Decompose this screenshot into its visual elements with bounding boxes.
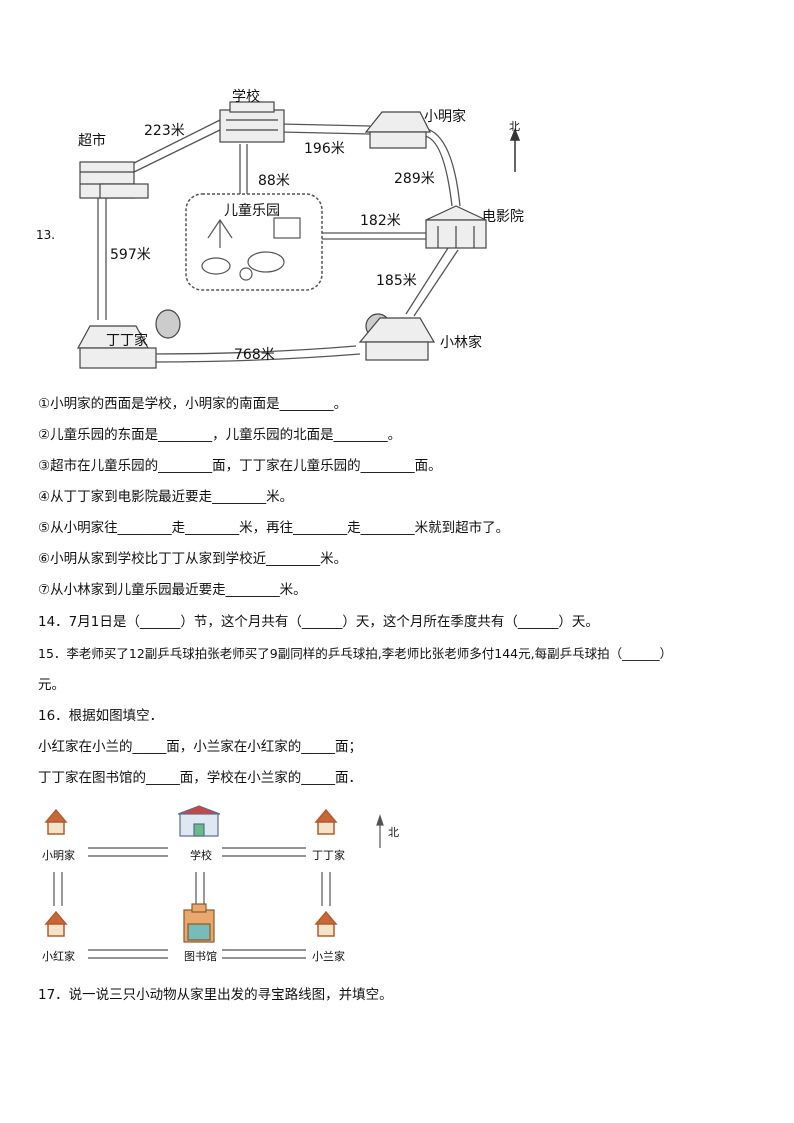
label-playground: 儿童乐园 [224, 203, 280, 219]
q16-map-drawing [44, 805, 384, 959]
q16-label-xiaolan: 小兰家 [312, 950, 345, 963]
q13-item-2: ②儿童乐园的东面是________，儿童乐园的北面是________。 [38, 427, 402, 443]
q13-map-drawing [76, 101, 521, 369]
label-cinema: 电影院 [482, 209, 524, 225]
school-building [219, 101, 285, 143]
q13-item-1: ①小明家的西面是学校，小明家的南面是________。 [38, 396, 348, 412]
north-arrow-q16 [376, 814, 384, 848]
q16-label-xiaoming: 小明家 [42, 849, 75, 862]
north-label: 北 [509, 120, 520, 133]
supermarket-building [79, 161, 149, 199]
q16-label-xiaohong: 小红家 [42, 950, 75, 963]
distance-xiaoming-cinema: 289米 [394, 171, 435, 187]
q16-title: 16．根据如图填空． [38, 708, 164, 724]
q16-line-2: 丁丁家在图书馆的_____面，学校在小兰家的_____面． [38, 770, 362, 786]
q13-number: 13. [36, 228, 56, 242]
distance-school-playground: 88米 [258, 173, 290, 189]
q13-item-3: ③超市在儿童乐园的________面，丁丁家在儿童乐园的________面。 [38, 458, 442, 474]
q16-label-dingding: 丁丁家 [312, 849, 345, 862]
playground-equipment [201, 217, 301, 281]
q16-north-label: 北 [388, 826, 399, 839]
q16-label-school: 学校 [190, 849, 212, 862]
xiaolin-home-building [358, 313, 436, 361]
label-dingding-home: 丁丁家 [106, 333, 148, 349]
q14-text: 14．7月1日是（______）节，这个月共有（______）天，这个月所在季度… [38, 614, 599, 630]
q15-line-1: 15．李老师买了12副乒乓球拍张老师买了9副同样的乒乓球拍,李老师比张老师多付1… [38, 646, 673, 661]
distance-school-xiaoming: 196米 [304, 141, 345, 157]
q13-item-6: ⑥小明从家到学校比丁丁从家到学校近________米。 [38, 551, 348, 567]
q16-label-library: 图书馆 [184, 950, 217, 963]
distance-cinema-xiaolin: 185米 [376, 273, 417, 289]
q16-map: 小明家 学校 丁丁家 小红家 图书馆 小兰家 北 [36, 800, 416, 970]
dingding-home-building [76, 309, 181, 369]
distance-playground-cinema: 182米 [360, 213, 401, 229]
label-school: 学校 [232, 89, 260, 105]
q13-item-5: ⑤从小明家往________走________米，再往________走____… [38, 520, 510, 536]
label-xiaoming-home: 小明家 [424, 109, 466, 125]
house-icon-xiaoming [44, 808, 68, 835]
label-supermarket: 超市 [78, 133, 106, 149]
label-xiaolin-home: 小林家 [440, 335, 482, 351]
q13-item-7: ⑦从小林家到儿童乐园最近要走________米。 [38, 582, 307, 598]
q15-line-2: 元。 [38, 677, 65, 693]
cinema-building [425, 205, 487, 249]
distance-dingding-xiaolin: 768米 [234, 347, 275, 363]
house-icon-xiaolan [314, 910, 338, 937]
q13-item-4: ④从丁丁家到电影院最近要走________米。 [38, 489, 294, 505]
q16-line-1: 小红家在小兰的_____面，小兰家在小红家的_____面； [38, 739, 362, 755]
house-icon-xiaohong [44, 910, 68, 937]
q13-map: 学校 超市 小明家 电影院 儿童乐园 丁丁家 小林家 223米 196米 88米… [60, 88, 540, 384]
xiaoming-home-building [364, 111, 431, 149]
house-icon-dingding [314, 808, 338, 835]
library-icon [183, 903, 215, 943]
distance-supermarket-school: 223米 [144, 123, 185, 139]
school-icon [177, 805, 221, 837]
q17-text: 17．说一说三只小动物从家里出发的寻宝路线图，并填空。 [38, 987, 393, 1003]
north-arrow [509, 127, 521, 172]
distance-supermarket-dingding: 597米 [110, 247, 151, 263]
